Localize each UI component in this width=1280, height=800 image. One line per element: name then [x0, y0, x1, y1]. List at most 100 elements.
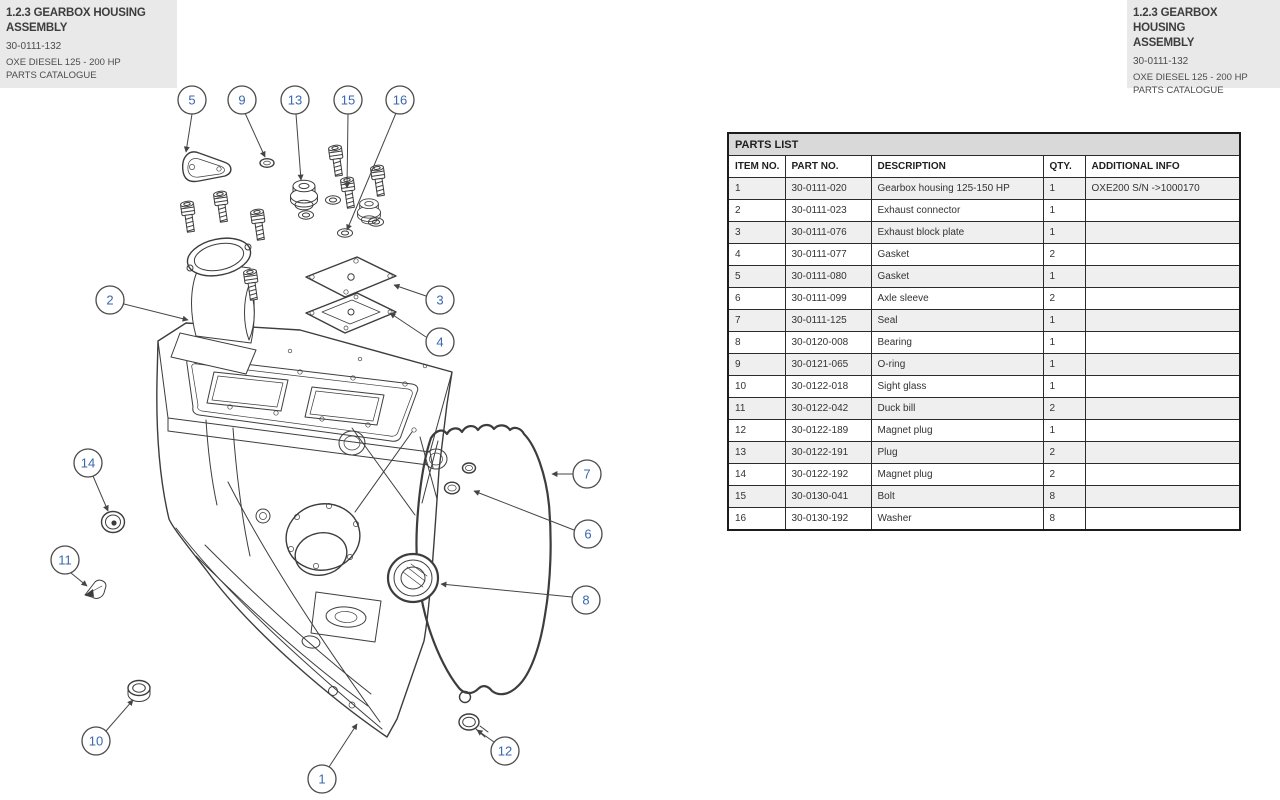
cell-part-no: 30-0122-018 — [784, 375, 872, 398]
cell-description: Magnet plug — [870, 463, 1044, 486]
page-title-line2: ASSEMBLY — [6, 22, 68, 34]
cell-description: O-ring — [870, 353, 1044, 376]
side-seal-part — [415, 423, 552, 704]
cell-item-no: 2 — [727, 199, 786, 222]
cell-item-no: 10 — [727, 375, 786, 398]
cell-item-no: 11 — [727, 397, 786, 420]
page-title-right: 1.2.3 GEARBOX HOUSING ASSEMBLY — [1133, 6, 1272, 51]
leader-line-11 — [70, 572, 88, 587]
leader-line-5 — [183, 113, 193, 153]
leader-line-3 — [393, 283, 427, 297]
cell-part-no: 30-0121-065 — [784, 353, 872, 376]
leader-line-6 — [473, 490, 575, 531]
cell-qty: 1 — [1042, 353, 1086, 376]
cell-item-no: 6 — [727, 287, 786, 310]
balloon-number-1: 1 — [318, 772, 325, 787]
col-part-no: PART NO. — [784, 155, 872, 178]
gearbox-housing-part — [156, 322, 453, 738]
cell-qty: 8 — [1042, 485, 1086, 508]
leader-line-9 — [244, 112, 266, 158]
balloon-number-2: 2 — [106, 293, 113, 308]
cell-part-no: 30-0111-076 — [784, 221, 872, 244]
magnet-plug-part — [458, 713, 489, 738]
cell-item-no: 9 — [727, 353, 786, 376]
cell-qty: 2 — [1042, 287, 1086, 310]
leader-line-16 — [346, 112, 397, 231]
cell-qty: 1 — [1042, 177, 1086, 200]
balloon-number-12: 12 — [498, 744, 512, 759]
cell-additional-info — [1084, 485, 1241, 508]
balloon-3 — [425, 285, 455, 315]
balloon-number-10: 10 — [89, 734, 103, 749]
cell-description: Exhaust connector — [870, 199, 1044, 222]
parts-table: PARTS LIST ITEM NO. PART NO. DESCRIPTION… — [727, 132, 1242, 531]
balloon-14 — [73, 448, 103, 478]
parts-list-panel: PARTS LIST ITEM NO. PART NO. DESCRIPTION… — [727, 132, 1242, 531]
cell-description: Gasket — [870, 265, 1044, 288]
cell-part-no: 30-0122-191 — [784, 441, 872, 464]
cell-additional-info — [1084, 199, 1241, 222]
col-description: DESCRIPTION — [870, 155, 1044, 178]
duck-bill-part — [84, 579, 107, 599]
plate-gasket-part — [305, 292, 397, 334]
cell-additional-info — [1084, 331, 1241, 354]
cell-qty: 1 — [1042, 199, 1086, 222]
cell-description: Bearing — [870, 331, 1044, 354]
table-header-row: ITEM NO. PART NO. DESCRIPTION QTY. ADDIT… — [727, 155, 1241, 178]
cell-part-no: 30-0111-099 — [784, 287, 872, 310]
cell-part-no: 30-0111-020 — [784, 177, 872, 200]
balloon-number-9: 9 — [238, 93, 245, 108]
balloon-10 — [81, 726, 111, 756]
cell-item-no: 13 — [727, 441, 786, 464]
product-line: OXE DIESEL 125 - 200 HP — [6, 57, 121, 68]
cell-item-no: 7 — [727, 309, 786, 332]
cell-item-no: 1 — [727, 177, 786, 200]
sight-glass-part — [127, 679, 151, 702]
cell-item-no: 12 — [727, 419, 786, 442]
cell-description: Sight glass — [870, 375, 1044, 398]
cell-additional-info — [1084, 375, 1241, 398]
cell-part-no: 30-0122-042 — [784, 397, 872, 420]
cell-part-no: 30-0111-077 — [784, 243, 872, 266]
col-qty: QTY. — [1042, 155, 1086, 178]
page-title: 1.2.3 GEARBOX HOUSING ASSEMBLY — [6, 6, 169, 36]
balloon-number-5: 5 — [188, 93, 195, 108]
balloon-13 — [280, 85, 310, 115]
cell-part-no: 30-0111-023 — [784, 199, 872, 222]
balloon-number-16: 16 — [393, 93, 407, 108]
cell-qty: 2 — [1042, 243, 1086, 266]
cell-additional-info — [1084, 265, 1241, 288]
cell-qty: 1 — [1042, 331, 1086, 354]
cell-additional-info — [1084, 397, 1241, 420]
cell-part-no: 30-0130-041 — [784, 485, 872, 508]
balloon-9 — [227, 85, 257, 115]
doc-type-right: PARTS CATALOGUE — [1133, 84, 1224, 96]
product-line-right: OXE DIESEL 125 - 200 HP — [1133, 72, 1248, 83]
cell-description: Magnet plug — [870, 419, 1044, 442]
balloon-12 — [490, 736, 520, 766]
exhaust-block-plate-part — [305, 256, 397, 298]
cell-item-no: 15 — [727, 485, 786, 508]
balloon-1 — [307, 764, 337, 794]
balloon-6 — [573, 519, 603, 549]
cell-item-no: 16 — [727, 507, 786, 531]
bearing-part — [386, 552, 440, 604]
page-title-right-line2: ASSEMBLY — [1133, 37, 1195, 49]
cell-description: Washer — [870, 507, 1044, 531]
axle-sleeve-parts — [443, 462, 477, 495]
balloon-8 — [571, 585, 601, 615]
cell-description: Duck bill — [870, 397, 1044, 420]
leader-line-12 — [476, 729, 495, 743]
balloon-number-4: 4 — [436, 335, 443, 350]
cell-item-no: 5 — [727, 265, 786, 288]
